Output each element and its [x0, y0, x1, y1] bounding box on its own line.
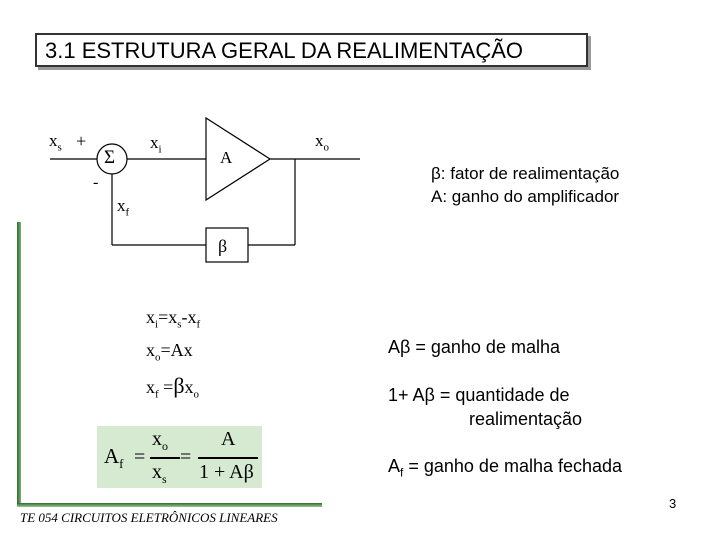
- page-number: 3: [669, 496, 677, 511]
- plus-sign: +: [76, 131, 87, 151]
- xs-label: xs: [49, 131, 62, 154]
- af-denominator-2: 1 + Aβ: [199, 461, 254, 483]
- xi-label: xi: [150, 133, 162, 156]
- equation-xo: xo=Ax: [146, 340, 193, 364]
- closed-loop-note: Af = ganho de malha fechada: [388, 456, 623, 480]
- accent-horizontal-line: [17, 503, 322, 507]
- af-numerator-2: A: [221, 428, 236, 450]
- equation-xf: xf =βxo: [146, 373, 200, 401]
- beta-box: [205, 227, 249, 263]
- loop-gain-note: Aβ = ganho de malha: [388, 337, 560, 357]
- beta-symbol: β: [218, 236, 228, 256]
- feedback-amount-note-2: realimentação: [469, 409, 583, 429]
- accent-vertical-line: [17, 222, 21, 507]
- course-footer: TE 054 CIRCUITOS ELETRÔNICOS LINEARES: [20, 510, 278, 525]
- sigma-symbol: Σ: [104, 147, 116, 168]
- equation-xi: xi=xs-xf: [146, 307, 201, 331]
- af-label: Af: [104, 444, 124, 472]
- xi-subscript: i: [158, 143, 162, 156]
- af-fraction-bar: [150, 457, 180, 459]
- xo-label: xo: [315, 131, 330, 154]
- af-equals-2: =: [180, 446, 192, 468]
- a-definition: A: ganho do amplificador: [431, 187, 620, 206]
- xs-subscript: s: [57, 141, 62, 154]
- feedback-amount-note: 1+ Aβ = quantidade de: [388, 385, 570, 405]
- beta-definition: β: fator de realimentação: [431, 164, 620, 183]
- xf-subscript: f: [125, 206, 130, 219]
- amplifier-triangle: [205, 116, 272, 202]
- amplifier-label: A: [220, 148, 233, 167]
- minus-sign: -: [93, 174, 99, 191]
- xf-label: xf: [117, 196, 130, 219]
- af-equals: =: [134, 446, 146, 468]
- title-box: 3.1 ESTRUTURA GERAL DA REALIMENTAÇÃO: [35, 33, 588, 67]
- af-fraction-bar-2: [198, 457, 258, 459]
- xo-subscript: o: [323, 141, 330, 154]
- slide-title: 3.1 ESTRUTURA GERAL DA REALIMENTAÇÃO: [45, 38, 524, 63]
- af-denominator: xs: [152, 461, 167, 486]
- af-numerator: xo: [152, 428, 168, 453]
